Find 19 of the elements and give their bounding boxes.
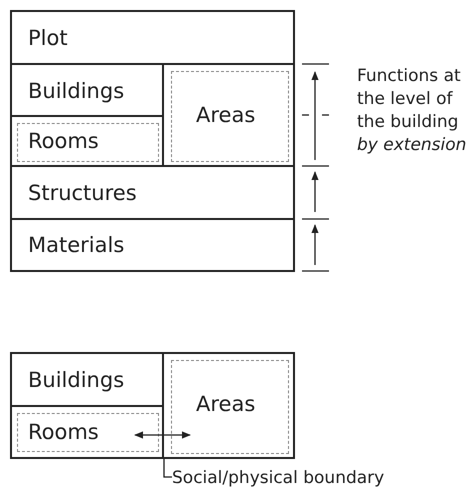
layer-label: Areas bbox=[196, 392, 256, 416]
layer-label: Materials bbox=[28, 233, 124, 257]
layer-box bbox=[10, 218, 295, 272]
double-arrow bbox=[134, 431, 191, 439]
leader-line bbox=[163, 459, 172, 478]
layer-label: Areas bbox=[196, 103, 256, 127]
layer-label: Buildings bbox=[28, 368, 124, 392]
layer-label: Plot bbox=[28, 26, 68, 50]
caption-text: Social/physical boundary bbox=[172, 467, 384, 490]
layer-box bbox=[10, 165, 295, 220]
layer-label: Rooms bbox=[28, 420, 99, 444]
layer-label: Buildings bbox=[28, 79, 124, 103]
layer-box bbox=[10, 352, 164, 407]
annotation-text: Functions at the level of the building by extension bbox=[357, 65, 468, 157]
layer-box bbox=[162, 352, 295, 459]
layer-label: Rooms bbox=[28, 129, 99, 153]
layer-box bbox=[10, 10, 295, 65]
layer-box bbox=[10, 405, 164, 459]
layer-label: Structures bbox=[28, 181, 137, 205]
